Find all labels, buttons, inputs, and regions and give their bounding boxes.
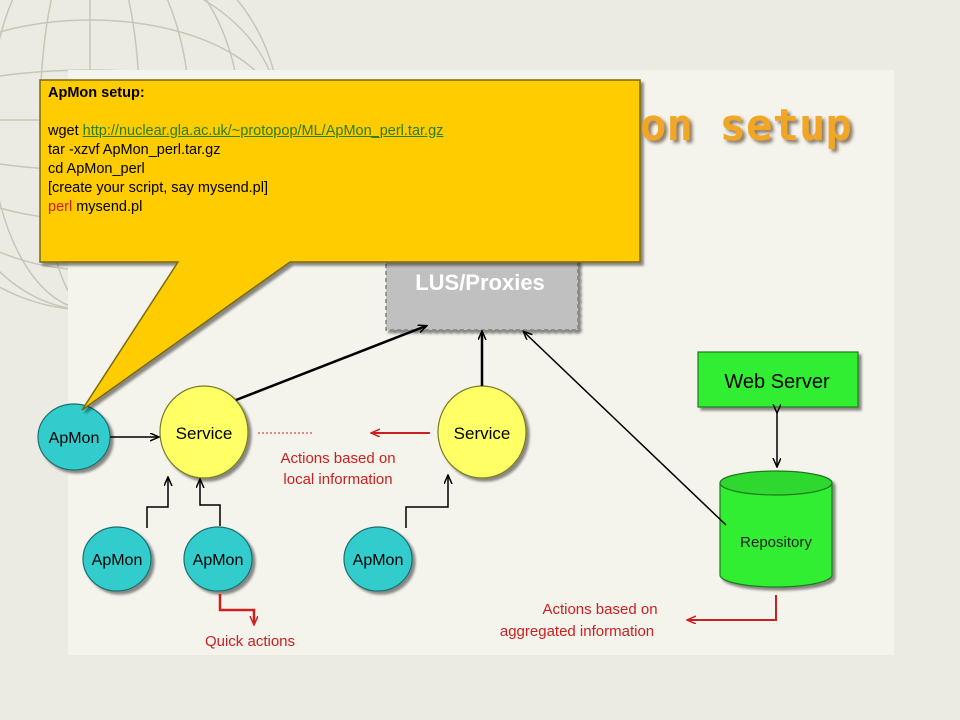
edge-repository-to-lus <box>524 332 727 526</box>
callout-text: ApMon setup: wget http://nuclear.gla.ac.… <box>48 84 628 217</box>
connectors <box>110 326 777 624</box>
annotation-quick: Quick actions <box>205 633 295 650</box>
service-right-label: Service <box>454 424 511 443</box>
annotation-local-1: Actions based on <box>280 450 395 467</box>
callout-line-wget: wget http://nuclear.gla.ac.uk/~protopop/… <box>48 122 628 141</box>
service-node-right[interactable]: Service <box>437 385 527 479</box>
callout-line-run: perl mysend.pl <box>48 198 628 217</box>
download-link[interactable]: http://nuclear.gla.ac.uk/~protopop/ML/Ap… <box>82 123 444 139</box>
edge-apmon3-to-service <box>200 480 221 526</box>
edge-apmon2-to-service <box>146 478 168 528</box>
callout-line-tar: tar -xzvf ApMon_perl.tar.gz <box>48 142 221 158</box>
web-server-box[interactable] <box>697 351 859 408</box>
slide-title: on setup <box>640 100 852 151</box>
edge-service-left-to-lus <box>235 326 426 402</box>
callout-line-create: [create your script, say mysend.pl] <box>48 180 268 196</box>
setup-callout <box>39 79 641 411</box>
wget-prefix: wget <box>48 123 83 139</box>
callout-heading: ApMon setup: <box>48 85 145 101</box>
service-left-label: Service <box>176 424 233 443</box>
apmon-1-label: ApMon <box>49 430 100 447</box>
callout-line-cd: cd ApMon_perl <box>48 161 145 177</box>
apmon-node-1[interactable]: ApMon <box>37 403 111 471</box>
repository-cylinder[interactable] <box>719 470 833 588</box>
apmon-node-4[interactable]: ApMon <box>343 526 413 592</box>
service-node-left[interactable]: Service <box>159 385 249 479</box>
edge-aggregated-actions <box>688 595 777 620</box>
apmon-node-3[interactable]: ApMon <box>183 526 253 592</box>
edge-quick-actions <box>218 594 254 624</box>
apmon-4-label: ApMon <box>353 552 404 569</box>
annotation-local-2: local information <box>283 471 392 488</box>
apmon-2-label: ApMon <box>92 552 143 569</box>
perl-keyword: perl <box>48 199 73 215</box>
web-server-label: Web Server <box>724 371 830 393</box>
annotation-aggregated-1: Actions based on <box>542 601 657 618</box>
apmon-node-2[interactable]: ApMon <box>82 526 152 592</box>
annotation-aggregated-2: aggregated information <box>500 623 654 640</box>
apmon-3-label: ApMon <box>193 552 244 569</box>
run-rest: mysend.pl <box>72 199 143 215</box>
lus-proxies-label: LUS/Proxies <box>415 270 545 295</box>
repository-label: Repository <box>740 534 812 551</box>
edge-apmon4-to-service <box>405 476 448 528</box>
